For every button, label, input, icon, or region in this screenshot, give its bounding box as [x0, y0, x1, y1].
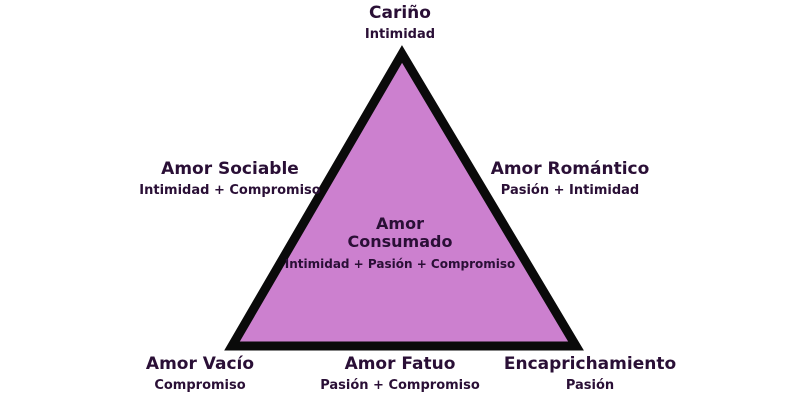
- node-center: Amor Consumado Intimidad + Pasión + Comp…: [270, 214, 530, 272]
- node-left-name: Amor Sociable: [161, 159, 299, 179]
- node-bottom-right-name: Encaprichamiento: [503, 354, 677, 374]
- node-center-name-line2: Consumado: [347, 232, 453, 252]
- node-right: Amor Romántico Pasión + Intimidad: [470, 159, 670, 198]
- node-bottom-left: Amor Vacío Compromiso: [90, 354, 310, 393]
- node-bottom-left-sub: Compromiso: [154, 377, 246, 393]
- node-right-sub: Pasión + Intimidad: [500, 182, 640, 198]
- node-center-name-line1: Amor: [376, 214, 424, 233]
- node-right-name: Amor Romántico: [490, 159, 650, 179]
- node-top-sub: Intimidad: [364, 26, 436, 42]
- node-top-name: Cariño: [369, 3, 431, 23]
- node-bottom-middle: Amor Fatuo Pasión + Compromiso: [290, 354, 510, 393]
- node-left: Amor Sociable Intimidad + Compromiso: [110, 159, 350, 198]
- node-bottom-middle-name: Amor Fatuo: [344, 354, 456, 374]
- node-bottom-right-sub: Pasión: [565, 377, 615, 393]
- node-left-sub: Intimidad + Compromiso: [139, 182, 321, 198]
- node-bottom-right: Encaprichamiento Pasión: [480, 354, 700, 393]
- node-bottom-middle-sub: Pasión + Compromiso: [320, 377, 480, 393]
- node-center-sub: Intimidad + Pasión + Compromiso: [284, 256, 516, 271]
- triangle-shape: [224, 45, 584, 351]
- node-top: Cariño Intimidad: [300, 3, 500, 42]
- node-bottom-left-name: Amor Vacío: [145, 354, 255, 374]
